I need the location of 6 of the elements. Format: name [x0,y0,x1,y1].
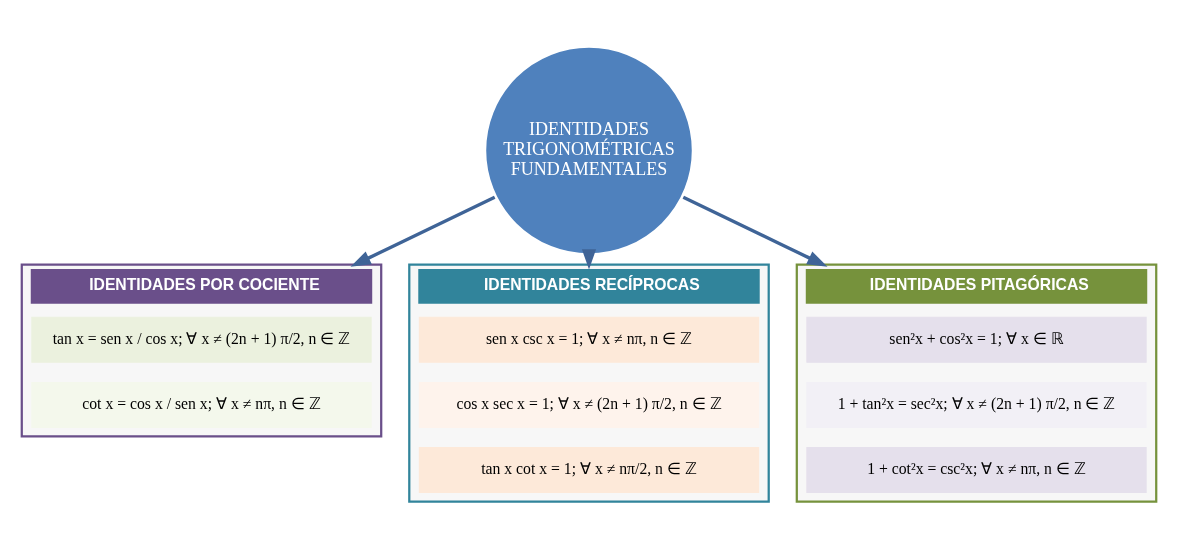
arrow [350,195,496,267]
arrow [581,248,597,270]
arrow [682,195,828,267]
node-box: tan x = sen x / cos x; ∀ x ≠ (2n + 1) π/2, n ∈ ℤ [31,316,372,363]
node-box: sen x csc x = 1; ∀ x ≠ nπ, n ∈ ℤ [418,316,760,363]
node-box: tan x cot x = 1; ∀ x ≠ nπ/2, n ∈ ℤ [418,446,760,493]
